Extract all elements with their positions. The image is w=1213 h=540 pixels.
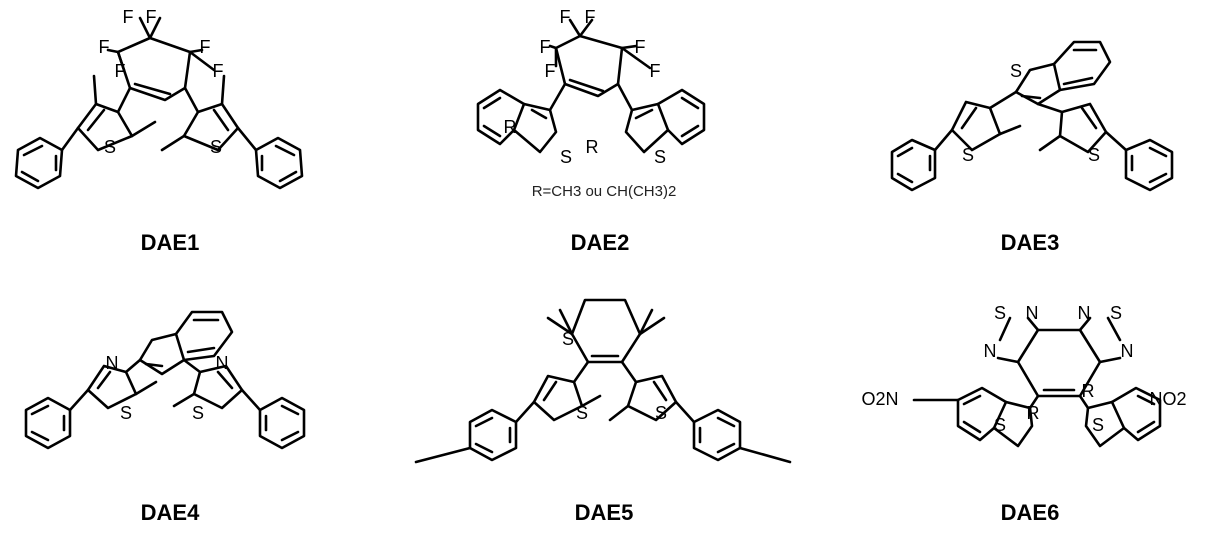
dae5-bonds	[414, 298, 792, 464]
dae4-bonds	[24, 310, 306, 450]
dae4-atom-n: N	[216, 353, 229, 373]
dae6-atom-s: S	[1110, 303, 1122, 323]
dae6-atom-n: N	[984, 341, 997, 361]
dae4-atom-s: S	[192, 403, 204, 423]
dae6-atom-n: N	[1078, 303, 1091, 323]
dae2-atom-r: R	[586, 137, 599, 157]
dae1-atom-f: F	[115, 61, 126, 81]
dae3-atom-labels: S S S	[962, 61, 1100, 165]
dae1-atom-f: F	[200, 37, 211, 57]
dae3-label: DAE3	[1001, 230, 1060, 255]
dae2-atom-f: F	[560, 7, 571, 27]
dae6-atom-o2n: O2N	[861, 389, 898, 409]
dae2-atom-f: F	[635, 37, 646, 57]
dae6-label: DAE6	[1001, 500, 1060, 525]
dae6-atom-s: S	[1092, 415, 1104, 435]
dae2-atom-s: S	[560, 147, 572, 167]
dae6-bonds	[912, 316, 1162, 448]
dae1-label: DAE1	[141, 230, 200, 255]
dae5-label: DAE5	[575, 500, 634, 525]
dae4-label: DAE4	[141, 500, 200, 525]
dae5-atom-s: S	[576, 403, 588, 423]
dae6-atom-no2: NO2	[1149, 389, 1186, 409]
dae4-atom-s: S	[120, 403, 132, 423]
dae6-atom-n: N	[1026, 303, 1039, 323]
dae3-atom-s: S	[1088, 145, 1100, 165]
dae2-atom-f: F	[585, 7, 596, 27]
dae6-atom-s: S	[994, 303, 1006, 323]
dae2-bonds	[476, 18, 706, 154]
dae2-substituent-note: R=CH3 ou CH(CH3)2	[532, 183, 677, 200]
dae1-atom-s: S	[104, 137, 116, 157]
dae2-atom-s: S	[654, 147, 666, 167]
structure-dae3: S S S DAE3	[890, 40, 1174, 255]
dae4-atom-n: N	[106, 353, 119, 373]
dae6-atom-r: R	[1027, 403, 1040, 423]
dae1-bonds	[14, 16, 304, 190]
dae3-atom-s: S	[962, 145, 974, 165]
dae1-atom-f: F	[213, 61, 224, 81]
dae1-atom-f: F	[123, 7, 134, 27]
dae6-atom-r: R	[1082, 381, 1095, 401]
dae1-atom-s: S	[210, 137, 222, 157]
dae2-atom-r: R	[504, 117, 517, 137]
dae5-atom-s: S	[655, 403, 667, 423]
dae2-atom-f: F	[540, 37, 551, 57]
dae2-atom-f: F	[545, 61, 556, 81]
dae6-atom-s: S	[994, 415, 1006, 435]
dae3-atom-s: S	[1010, 61, 1022, 81]
dae1-atom-f: F	[99, 37, 110, 57]
dae6-atom-n: N	[1121, 341, 1134, 361]
dae1-atom-f: F	[146, 7, 157, 27]
dae2-label: DAE2	[571, 230, 630, 255]
dae3-bonds	[890, 40, 1174, 192]
dae2-atom-f: F	[650, 61, 661, 81]
